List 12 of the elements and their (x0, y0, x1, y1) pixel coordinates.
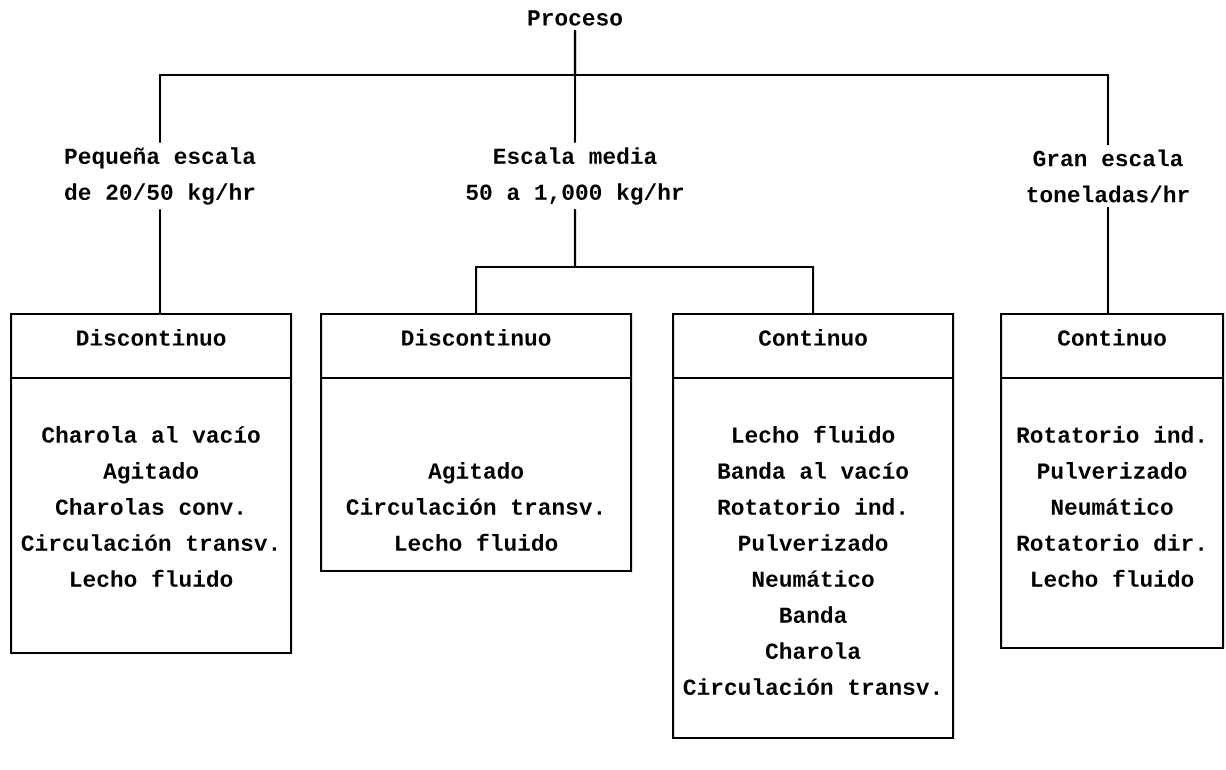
label-text: Proceso (528, 10, 622, 26)
connector-line (573, 30, 1110, 146)
connector-line (158, 209, 162, 313)
table-box: Continuo Rotatorio ind. Pulverizado Neumático Rotatorio dir. Lecho fluido (1000, 313, 1225, 650)
table-box: Discontinuo Charola al vacío Agitado Charolas conv. Circulación transv. Lecho fluido (10, 313, 293, 655)
label-text: Pequeña escala de 20/50 kg/hr (65, 147, 256, 205)
label-text: Gran escala toneladas/hr (1027, 149, 1189, 203)
connector-line (573, 209, 815, 313)
table-box: Continuo Lecho fluido Banda al vacío Rotatorio ind. Pulverizado Neumático Banda Charola Circulación transv. (672, 313, 955, 740)
label-text: Escala media 50 a 1,000 kg/hr (466, 147, 683, 205)
table-box: Discontinuo Agitado Circulación transv. Lecho fluido (320, 313, 633, 573)
connector-line (1106, 206, 1110, 313)
